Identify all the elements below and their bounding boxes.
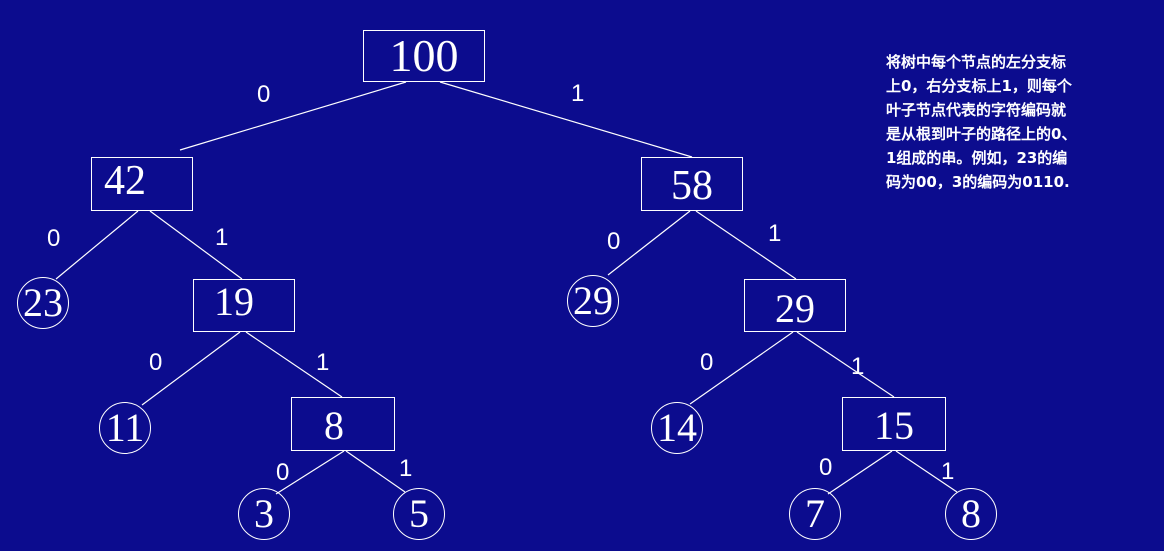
- edge-58-left: [607, 210, 691, 276]
- note-line-6: 码为00，3的编码为0110.: [886, 173, 1070, 191]
- note-line-4: 是从根到叶子的路径上的0、: [886, 125, 1077, 143]
- edge-label-root-right: 1: [571, 80, 585, 107]
- node-100: 100: [363, 30, 485, 82]
- edge-label-8-left: 0: [276, 459, 290, 486]
- edge-15-right: [895, 450, 958, 493]
- edge-label-29-right: 1: [851, 353, 865, 380]
- edge-58-right: [695, 210, 797, 280]
- leaf-7: 7: [789, 488, 841, 540]
- edge-label-8-right: 1: [399, 455, 413, 482]
- edge-root-left: [179, 81, 407, 151]
- leaf-29: 29: [567, 275, 619, 327]
- note-line-3: 叶子节点代表的字符编码就: [886, 101, 1067, 119]
- node-42: 42: [91, 157, 193, 211]
- edge-label-42-right: 1: [215, 224, 229, 251]
- edge-label-19-left: 0: [149, 349, 163, 376]
- edge-label-58-left: 0: [607, 228, 621, 255]
- edge-19-right: [245, 331, 343, 398]
- note-line-2: 上0，右分支标上1，则每个: [886, 77, 1072, 95]
- note-line-1: 将树中每个节点的左分支标: [886, 53, 1067, 71]
- node-8-internal: 8: [291, 397, 395, 451]
- edge-42-right: [149, 210, 243, 280]
- edge-15-left: [827, 450, 893, 495]
- edge-label-root-left: 0: [257, 81, 271, 108]
- node-19: 19: [193, 279, 295, 332]
- leaf-5: 5: [393, 488, 445, 540]
- edge-label-15-right: 1: [941, 458, 955, 485]
- leaf-3: 3: [238, 488, 290, 540]
- edge-label-29-left: 0: [700, 349, 714, 376]
- explanation-note: 将树中每个节点的左分支标 上0，右分支标上1，则每个 叶子节点代表的字符编码就 …: [886, 50, 1126, 194]
- node-58: 58: [641, 157, 743, 211]
- edge-29-right: [796, 331, 895, 398]
- edge-8-left: [275, 450, 345, 495]
- leaf-14: 14: [651, 402, 703, 454]
- edge-label-15-left: 0: [819, 454, 833, 481]
- edge-root-right: [439, 81, 693, 158]
- edge-8-right: [345, 450, 406, 493]
- note-line-5: 1组成的串。例如，23的编: [886, 149, 1068, 167]
- leaf-23: 23: [17, 277, 69, 329]
- edge-19-left: [141, 331, 241, 406]
- node-15: 15: [842, 397, 946, 451]
- leaf-11: 11: [99, 402, 151, 454]
- node-29-internal: 29: [744, 279, 846, 332]
- edge-42-left: [55, 210, 139, 280]
- edge-29-left: [689, 331, 794, 405]
- edge-label-58-right: 1: [768, 220, 782, 247]
- edge-label-42-left: 0: [47, 225, 61, 252]
- edge-label-19-right: 1: [316, 349, 330, 376]
- leaf-8: 8: [945, 488, 997, 540]
